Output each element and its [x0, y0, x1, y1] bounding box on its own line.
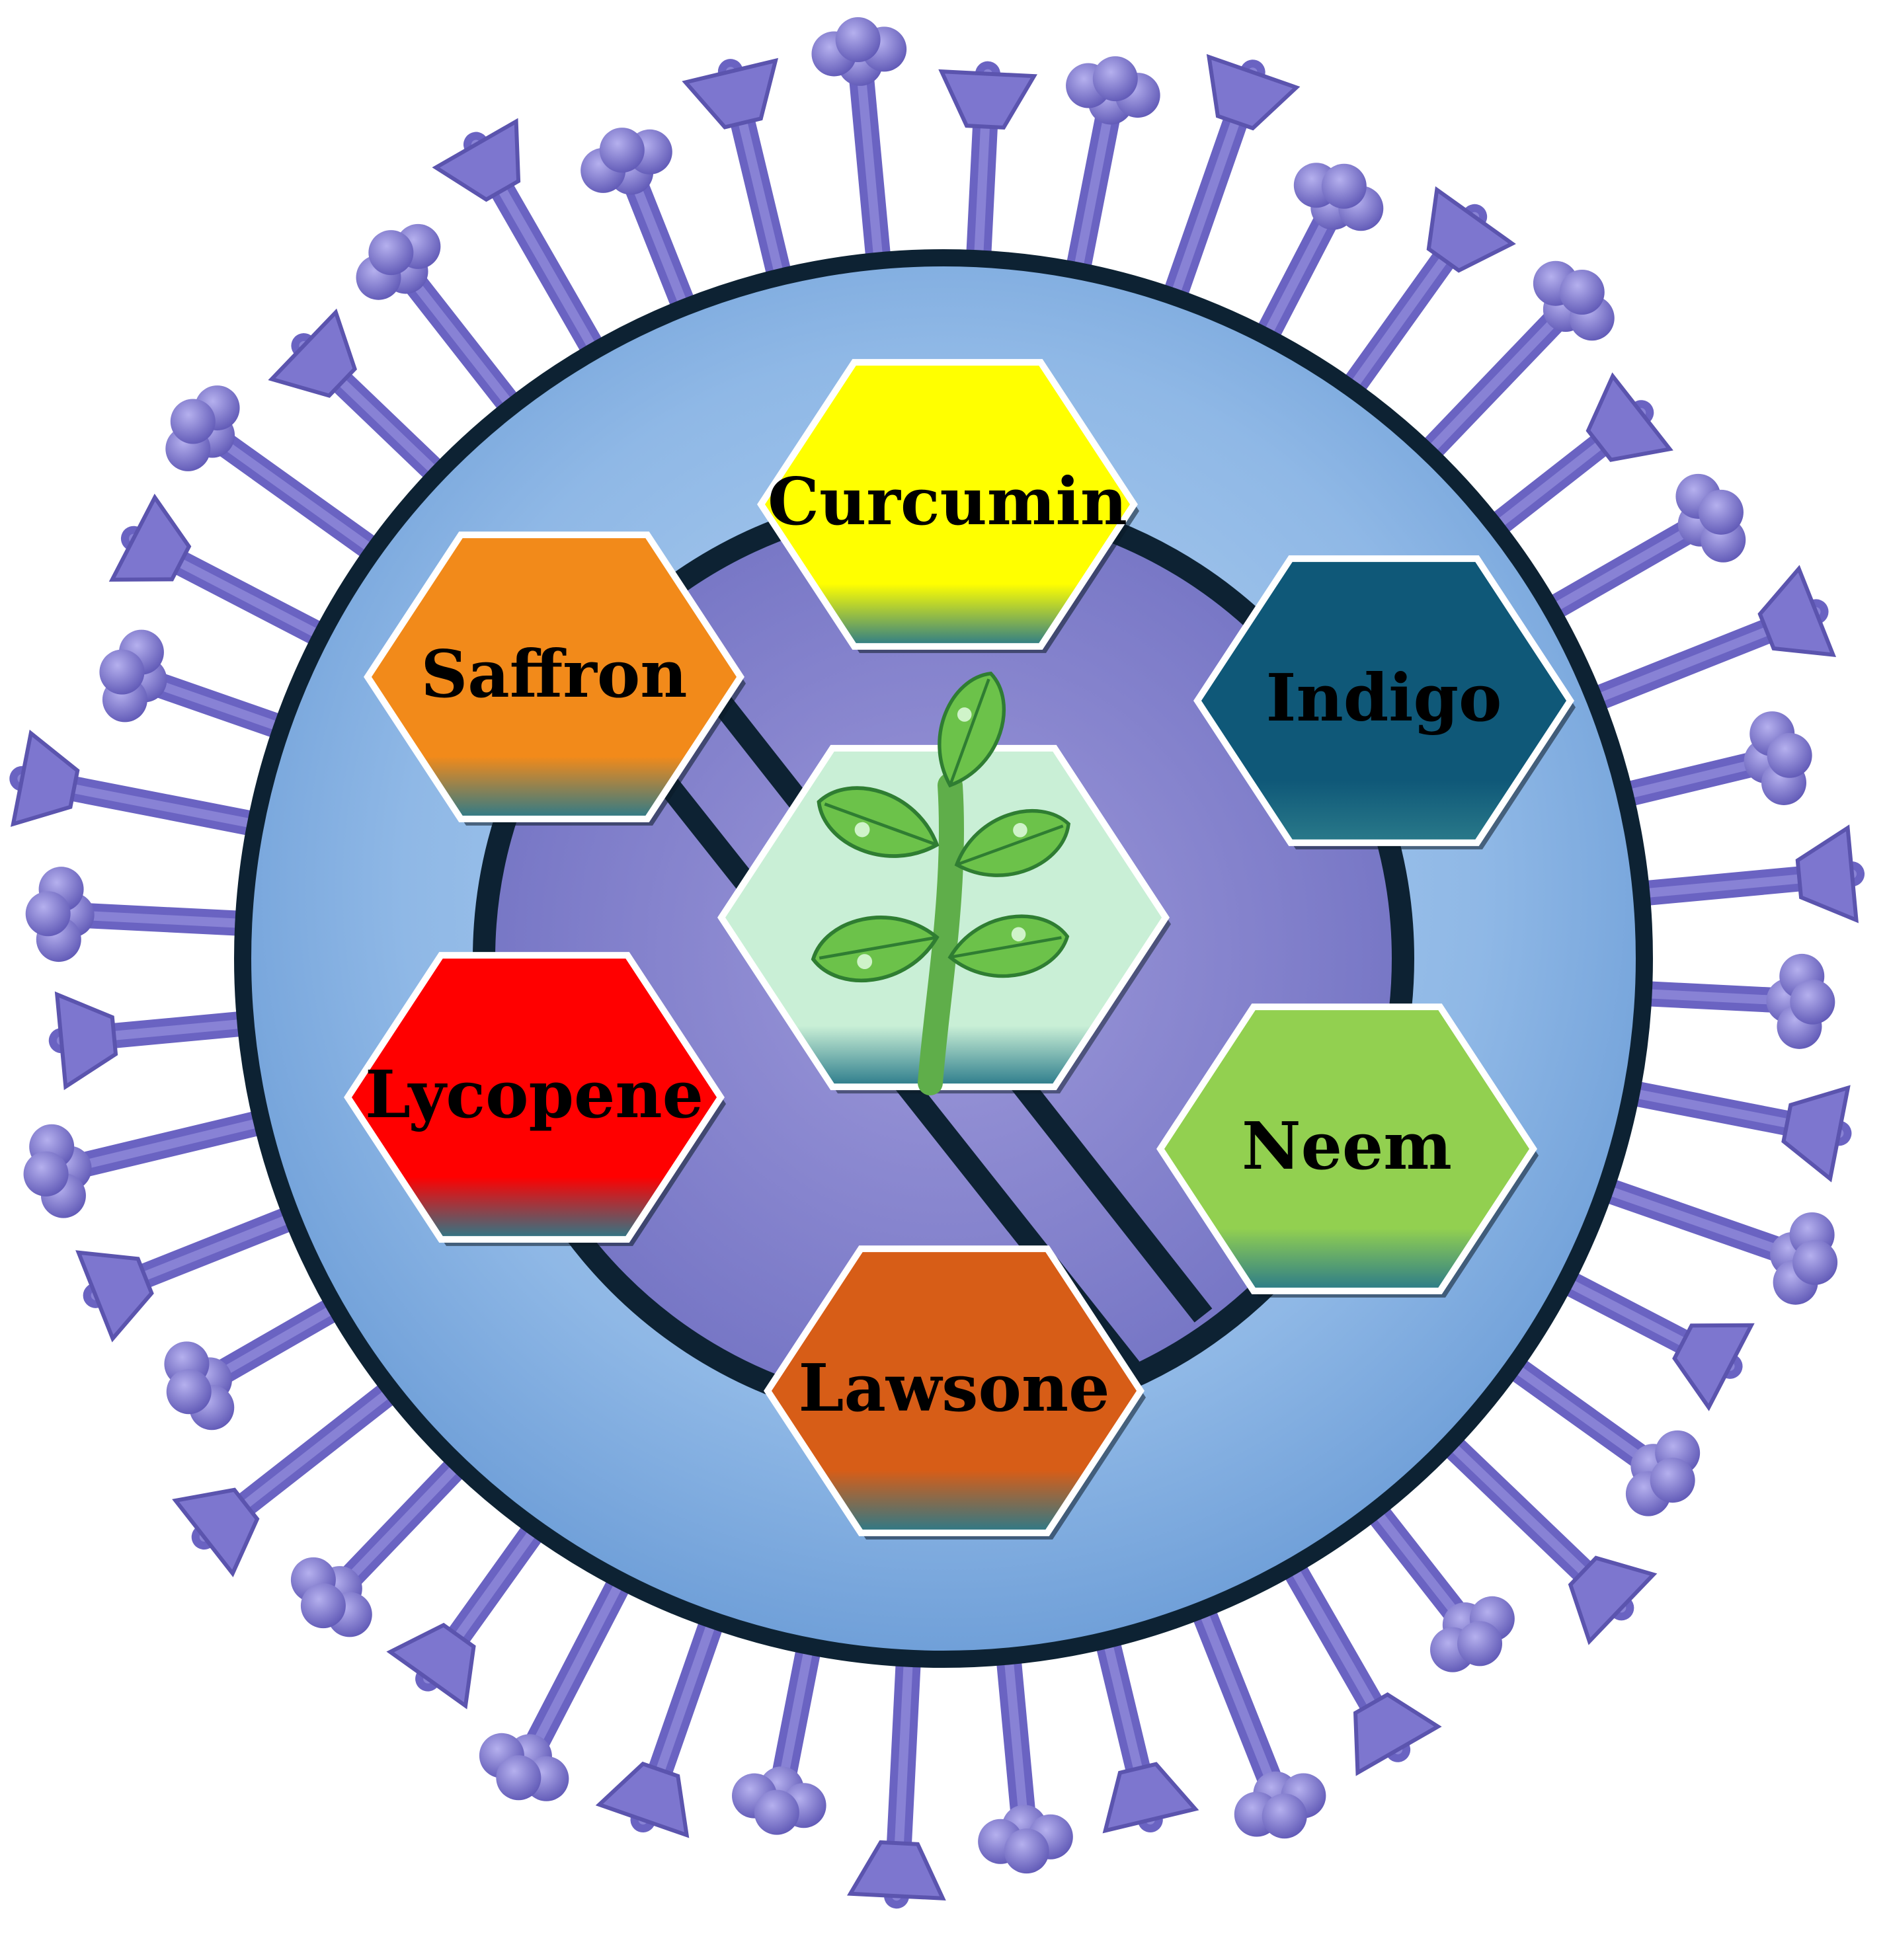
hexagon-saffron: Saffron [364, 531, 746, 826]
plant-sprout-icon [811, 672, 1070, 1095]
virus-spike [356, 223, 549, 451]
hexagon-lawsone: Lawsone [764, 1245, 1146, 1540]
label-neem: Neem [1242, 1109, 1452, 1185]
label-indigo: Indigo [1266, 660, 1502, 736]
center-hexagon [717, 672, 1171, 1095]
label-curcumin: Curcumin [768, 464, 1127, 540]
label-saffron: Saffron [421, 637, 688, 713]
hexagon-lycopene: Lycopene [344, 952, 726, 1246]
hexagon-curcumin: Curcumin [757, 359, 1139, 653]
label-lawsone: Lawsone [799, 1351, 1110, 1427]
hexagon-neem: Neem [1156, 1003, 1539, 1298]
label-lycopene: Lycopene [365, 1057, 703, 1133]
hexagon-indigo: Indigo [1193, 555, 1576, 849]
